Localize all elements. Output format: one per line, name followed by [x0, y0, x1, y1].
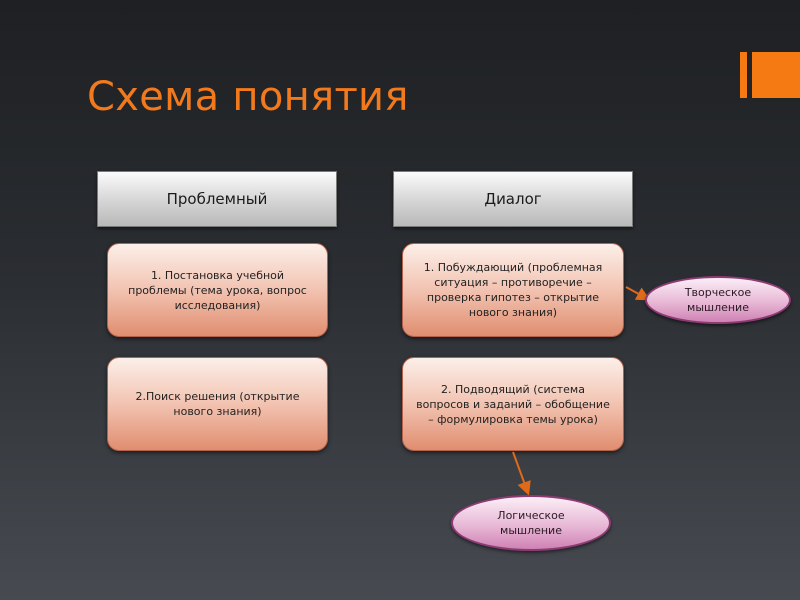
- problem-step-2-box: 2.Поиск решения (открытие нового знания): [107, 357, 328, 451]
- dialog-step-2-box: 2. Подводящий (система вопросов и задани…: [402, 357, 624, 451]
- problem-step-1-box: 1. Постановка учебной проблемы (тема уро…: [107, 243, 328, 337]
- logical-thinking-oval: Логическое мышление: [451, 495, 611, 551]
- column-header-problem: Проблемный: [97, 171, 337, 227]
- dialog-step-1-box: 1. Побуждающий (проблемная ситуация – пр…: [402, 243, 624, 337]
- creative-thinking-oval: Творческое мышление: [645, 276, 791, 324]
- corner-decoration-bar-2: [752, 52, 800, 98]
- slide-title: Схема понятия: [87, 74, 409, 120]
- arrow-to-creative-thinking: [625, 286, 651, 301]
- arrow-to-logical-thinking: [512, 451, 531, 496]
- corner-decoration-bar-1: [740, 52, 747, 98]
- column-header-dialog: Диалог: [393, 171, 633, 227]
